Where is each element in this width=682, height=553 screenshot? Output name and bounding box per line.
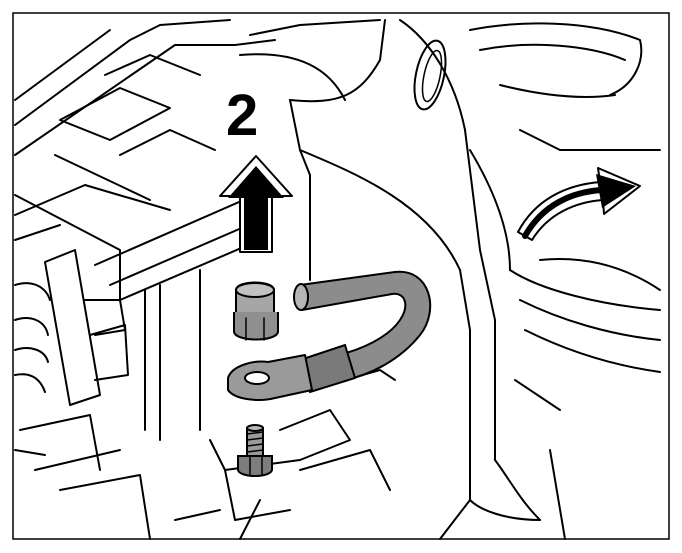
step-number-label: 2 [226,83,258,148]
curved-arrow-right-icon [517,167,641,241]
engine-bay-lineart [14,19,661,540]
arrow-up-icon [219,155,293,253]
terminal-stud [237,424,273,477]
terminal-nut [233,281,279,341]
ground-cable [227,270,432,401]
figure-frame [12,12,670,540]
